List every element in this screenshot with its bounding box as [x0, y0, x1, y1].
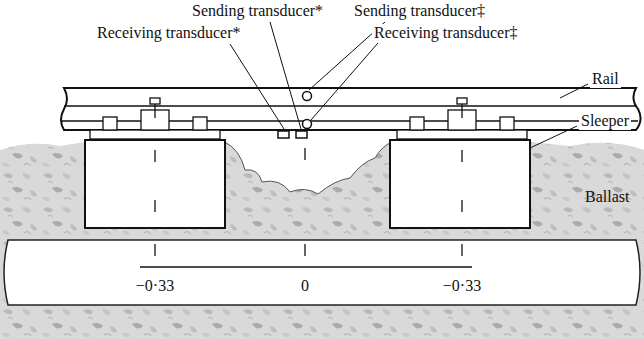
ballast-outline [225, 142, 392, 194]
base-band [4, 240, 640, 305]
rail [61, 88, 641, 130]
callout-label: Sending transducer* [190, 2, 325, 20]
dimension-value: −0·33 [134, 277, 176, 295]
sleeper-left [85, 140, 225, 228]
part-name: Sleeper [579, 112, 631, 130]
fastenings [90, 98, 527, 139]
callout-label: Sending transducer‡ [352, 2, 487, 20]
callout-label: Receiving transducer‡ [372, 24, 520, 42]
sleeper-right [390, 140, 530, 228]
dimension-value: −0·33 [441, 277, 483, 295]
leader-lines [230, 22, 588, 148]
dimension-line [140, 266, 472, 268]
callout-label: Receiving transducer* [95, 24, 243, 42]
dimension-value: 0 [299, 277, 311, 295]
centre-marks [155, 148, 462, 256]
rail-head-edge [64, 105, 637, 106]
transducers [278, 92, 312, 139]
part-name: Rail [590, 70, 621, 88]
part-name: Ballast [583, 188, 631, 206]
